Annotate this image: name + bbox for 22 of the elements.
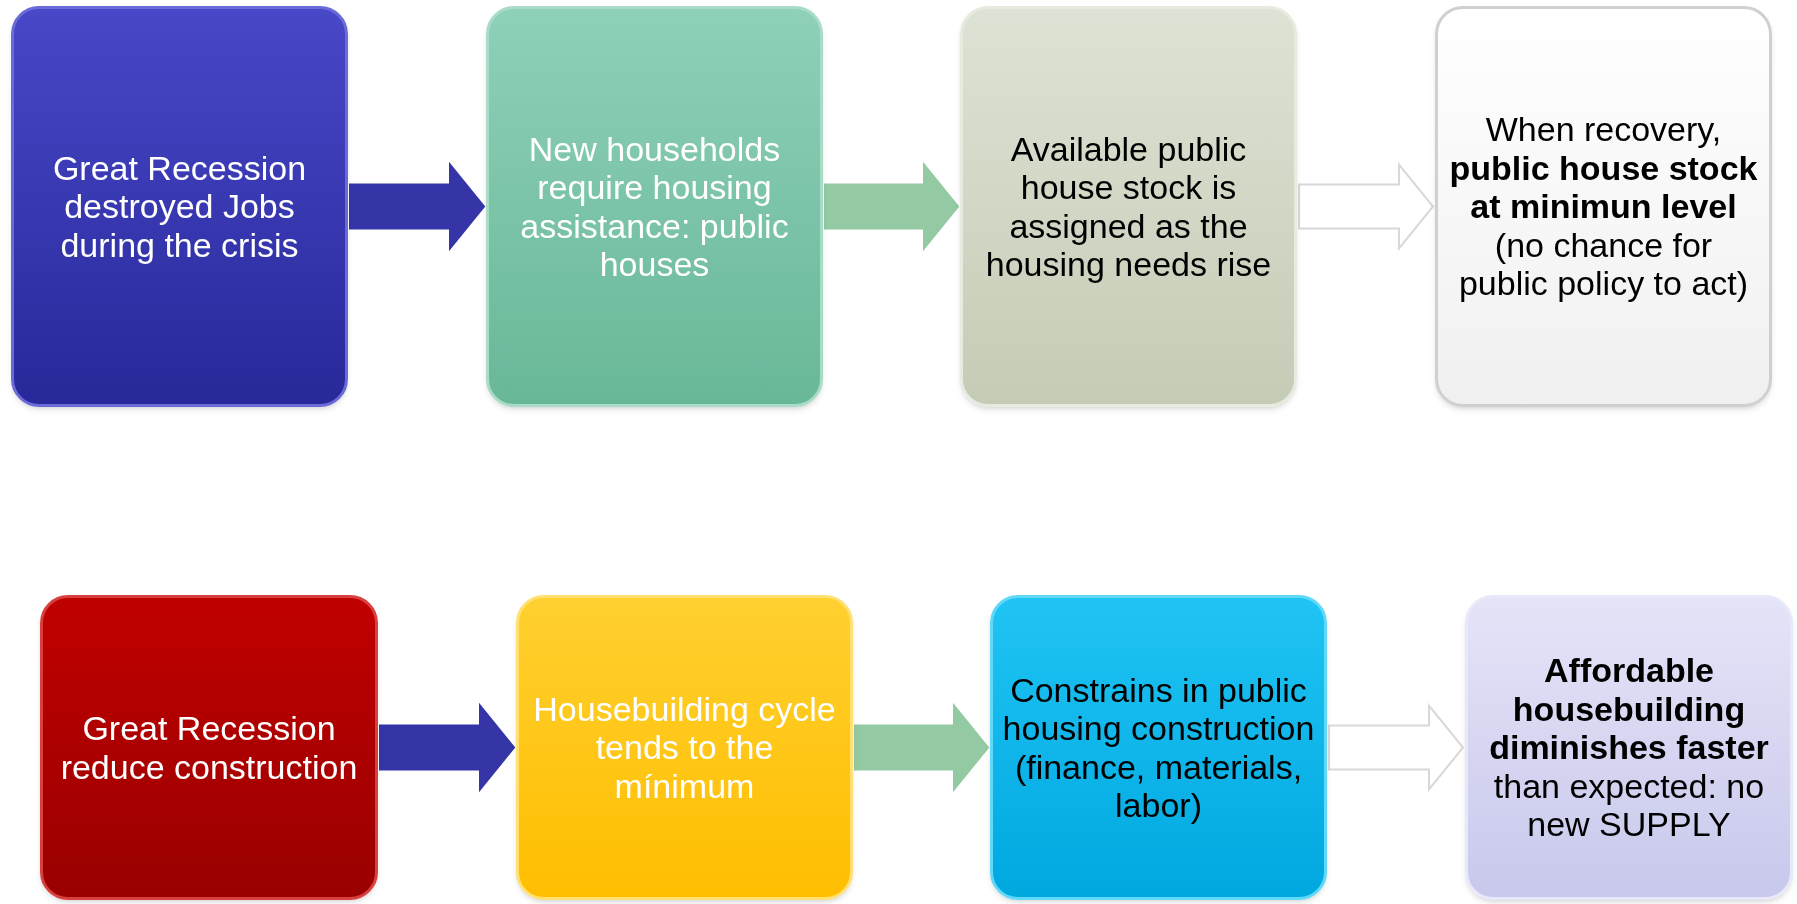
process-box <box>486 6 823 407</box>
process-box <box>40 595 378 900</box>
block-arrow <box>349 161 486 252</box>
box-text: When recovery, public house stock at minimun level (no chance for public policy to act) <box>1448 110 1759 303</box>
box-text: Great Recession reduce construction <box>59 709 359 786</box>
block-arrow <box>854 702 990 793</box>
box-text: Great Recession destroyed Jobs during the crisis <box>51 148 308 265</box>
box-text: Constrains in public housing construction (finance, materials, labor) <box>1001 670 1316 825</box>
process-box <box>516 595 853 900</box>
block-arrow <box>824 161 960 252</box>
block-arrow <box>1298 161 1435 252</box>
process-box <box>1465 595 1793 900</box>
box-text: Housebuilding cycle tends to the mínimum <box>532 689 837 806</box>
block-arrow <box>379 702 516 793</box>
box-text: Affordable housebuilding diminishes faster than expected: no new SUPPLY <box>1488 651 1770 844</box>
process-box <box>960 6 1297 407</box>
process-box <box>11 6 348 407</box>
box-text: Available public house stock is assigned as the housing needs rise <box>984 129 1273 284</box>
box-text: New households require housing assistance: public houses <box>519 129 790 284</box>
process-box <box>990 595 1327 900</box>
block-arrow <box>1328 702 1465 793</box>
process-box <box>1435 6 1772 407</box>
